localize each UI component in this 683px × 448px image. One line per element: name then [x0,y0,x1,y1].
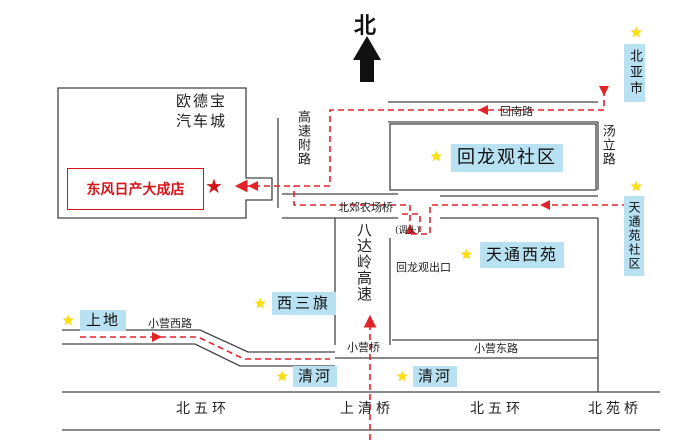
qinghe-left-place[interactable]: 清河 [293,366,338,387]
xiaoying-east-road-label: 小营东路 [474,342,518,355]
huilongguan-place[interactable]: 回龙观社区 [451,144,563,172]
beiyuan-bridge-label: 北苑桥 [588,401,642,417]
xiaoying-bridge-label: 小营桥 [347,341,380,354]
gaosu-fulu-label: 高速附路 [295,110,310,166]
huilongguan-star-icon: ★ [430,149,443,165]
qinghe-right-place[interactable]: 清河 [413,366,458,387]
north-arrow-icon [353,36,381,82]
shangqing-bridge-label: 上清桥 [340,401,394,417]
dealer-name: 东风日产大成店 [86,182,185,198]
auto-city-block [57,87,273,219]
dealer-star-icon: ★ [205,174,223,198]
huilongguan-exit-label: 回龙观出口 [396,261,451,274]
tangli-road-label: 汤立路 [599,124,615,166]
shangdi-star-icon: ★ [62,313,75,329]
qinghe-right-star-icon: ★ [396,369,409,385]
qinghe-left-star-icon: ★ [276,369,289,385]
xisanqi-star-icon: ★ [254,296,267,312]
tiantongyuan-place[interactable]: 天通苑社区 [624,196,644,276]
route-arrows [152,86,609,342]
building-name-line1: 欧德宝 [176,92,228,110]
driving-route [80,90,628,440]
beijiao-bridge-label: 北郊农场桥 [338,201,393,214]
uturn-label: (调头) [395,226,421,236]
dealer-box[interactable]: 东风日产大成店 [67,168,204,210]
xisanqi-place[interactable]: 西三旗 [272,292,337,315]
tiantong-xiyuan-place[interactable]: 天通西苑 [480,242,565,268]
tiantongyuan-star-icon: ★ [630,179,643,195]
north-label: 北 [354,14,377,39]
building-name-line2: 汽车城 [176,112,228,130]
xiaoying-west-road-label: 小营西路 [148,317,192,330]
huilongguan-block [389,123,597,191]
tiantong-xiyuan-star-icon: ★ [460,247,473,263]
badaling-expressway-label: 八达岭高速 [355,222,373,302]
north-5th-ring-right-label: 北五环 [470,401,524,417]
north-5th-ring-left-label: 北五环 [176,401,230,417]
beiyashi-star-icon: ★ [630,25,643,41]
huinan-road-label: 回南路 [500,105,533,118]
beiyashi-place[interactable]: 北亚市 [624,44,645,102]
shangdi-place[interactable]: 上地 [80,310,127,331]
xiaoying-west-road-top [62,329,335,353]
xiaoying-west-road-bottom [62,343,335,367]
